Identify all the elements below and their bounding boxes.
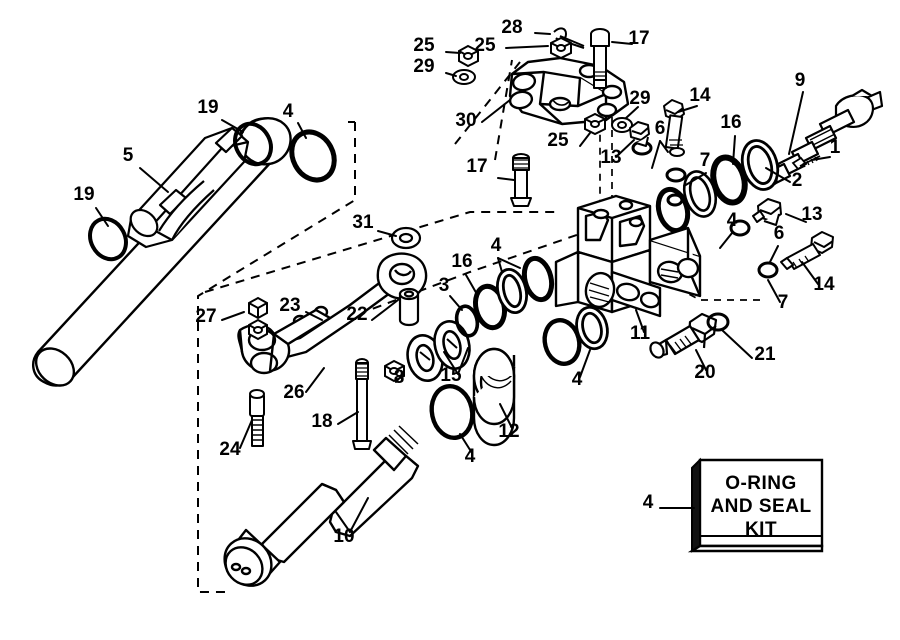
callout-2: 2 xyxy=(792,170,803,191)
callout-1: 1 xyxy=(830,137,841,158)
part-20-hose-fitting xyxy=(649,312,718,359)
callout-21: 21 xyxy=(754,344,776,365)
callout-25-upper-mid: 25 xyxy=(474,35,496,56)
part-29-washer-right xyxy=(611,117,633,133)
callout-12: 12 xyxy=(498,421,519,442)
part-19-oring-upper xyxy=(233,121,273,167)
part-17-bolt-top xyxy=(590,28,610,89)
callout-15: 15 xyxy=(440,365,462,386)
part-4-oring-cylinder xyxy=(289,129,337,183)
part-22-steering-link-arm xyxy=(259,252,428,364)
callout-4-top: 4 xyxy=(283,101,294,122)
callout-10: 10 xyxy=(333,526,354,547)
assembly-dashed-brackets xyxy=(197,59,641,593)
callout-29-right: 29 xyxy=(629,88,650,109)
callout-13-lower: 13 xyxy=(801,204,822,225)
callout-8: 8 xyxy=(394,367,405,388)
callout-7-upper: 7 xyxy=(700,150,711,171)
callout-13-upper: 13 xyxy=(600,147,621,168)
callout-16-right: 16 xyxy=(720,112,741,133)
part-29-washer-left xyxy=(452,69,476,85)
part-22-bushing xyxy=(398,287,420,327)
callout-30: 30 xyxy=(455,110,476,131)
part-15-backup-washer-a xyxy=(406,334,444,382)
callout-14-lower: 14 xyxy=(813,274,835,295)
callout-labels: 28 17 25 25 29 29 14 9 30 25 13 6 16 1 7… xyxy=(73,17,840,547)
part-18-long-bolt xyxy=(352,358,372,450)
callout-26: 26 xyxy=(283,382,304,403)
part-16-seal-right xyxy=(710,154,748,206)
callout-5: 5 xyxy=(123,145,134,166)
part-24-bolt xyxy=(249,389,265,447)
part-3-oring xyxy=(454,304,480,338)
part-4-seal-right-a xyxy=(682,170,718,218)
callout-6-lower: 6 xyxy=(774,223,785,244)
part-25-nut-upper-mid xyxy=(550,36,572,60)
callout-24: 24 xyxy=(219,439,241,460)
callout-20: 20 xyxy=(694,362,715,383)
callout-4-valve: 4 xyxy=(727,210,738,231)
kit-text-line1: O-RING xyxy=(725,473,797,494)
part-25-nut-lower xyxy=(584,112,606,136)
callout-31: 31 xyxy=(352,212,374,233)
part-21-oring xyxy=(706,312,730,332)
part-23-nut xyxy=(248,318,268,341)
callout-19-top: 19 xyxy=(197,97,218,118)
part-31-washer xyxy=(390,226,422,250)
part-4-oring-gland xyxy=(429,384,475,440)
callout-4-bottom: 4 xyxy=(465,446,476,467)
callout-4-mid: 4 xyxy=(491,235,502,256)
part-9-valve-spool xyxy=(764,88,884,186)
part-7-oring-lower-right xyxy=(757,261,779,279)
callout-4-right: 4 xyxy=(572,369,583,390)
callout-19-left: 19 xyxy=(73,184,94,205)
callout-23: 23 xyxy=(279,295,300,316)
oring-seal-kit-box: O-RING AND SEAL KIT xyxy=(687,457,824,553)
part-4-oring-valve-right xyxy=(575,305,609,351)
part-13-fitting-upper xyxy=(629,121,650,147)
callout-3: 3 xyxy=(439,275,450,296)
part-5-saddle-clamp xyxy=(126,126,250,249)
callout-27: 27 xyxy=(195,306,216,327)
callout-11: 11 xyxy=(630,323,651,344)
part-19-oring-lower xyxy=(88,216,128,262)
callout-14-upper: 14 xyxy=(689,85,711,106)
part-4-seal-stack-a xyxy=(496,267,528,315)
kit-text-line3: KIT xyxy=(745,519,777,540)
callout-17-top: 17 xyxy=(628,28,649,49)
part-13-fitting-lower xyxy=(752,198,782,226)
kit-text-line2: AND SEAL xyxy=(710,496,811,517)
callout-6-upper: 6 xyxy=(655,118,666,139)
part-5-cylinder-body xyxy=(32,117,292,387)
leader-lines xyxy=(95,32,831,533)
part-27-locknut xyxy=(248,296,268,320)
part-2-seal-ring xyxy=(740,139,780,191)
part-11-valve-body xyxy=(554,194,702,318)
callout-16-left: 16 xyxy=(451,251,472,272)
part-25-nut-upper-left xyxy=(458,44,479,68)
callout-25-upper-left: 25 xyxy=(413,35,435,56)
part-17-bolt-mid xyxy=(510,153,532,207)
callout-4-kit: 4 xyxy=(643,492,654,513)
part-26-link-plate xyxy=(237,305,332,375)
part-10-piston-rod xyxy=(223,425,420,587)
callout-18: 18 xyxy=(311,411,332,432)
part-1-screw xyxy=(791,155,821,171)
callout-29-left: 29 xyxy=(413,56,434,77)
callout-17-mid: 17 xyxy=(466,156,487,177)
part-4-seal-stack-b xyxy=(521,255,555,303)
callout-28: 28 xyxy=(501,17,522,38)
part-6-oring-lower xyxy=(729,219,751,237)
callout-22: 22 xyxy=(346,304,367,325)
part-14-bolt-upper xyxy=(663,99,685,157)
part-7-oring-upper xyxy=(665,167,687,183)
callout-25-lower: 25 xyxy=(547,130,569,151)
part-12-gland-nut xyxy=(472,347,516,447)
callout-7-lower: 7 xyxy=(778,292,789,313)
part-8-nut xyxy=(384,359,405,383)
part-30-transom-bracket xyxy=(508,56,630,126)
callout-9: 9 xyxy=(795,70,806,91)
part-14-plug-lower xyxy=(780,231,834,270)
